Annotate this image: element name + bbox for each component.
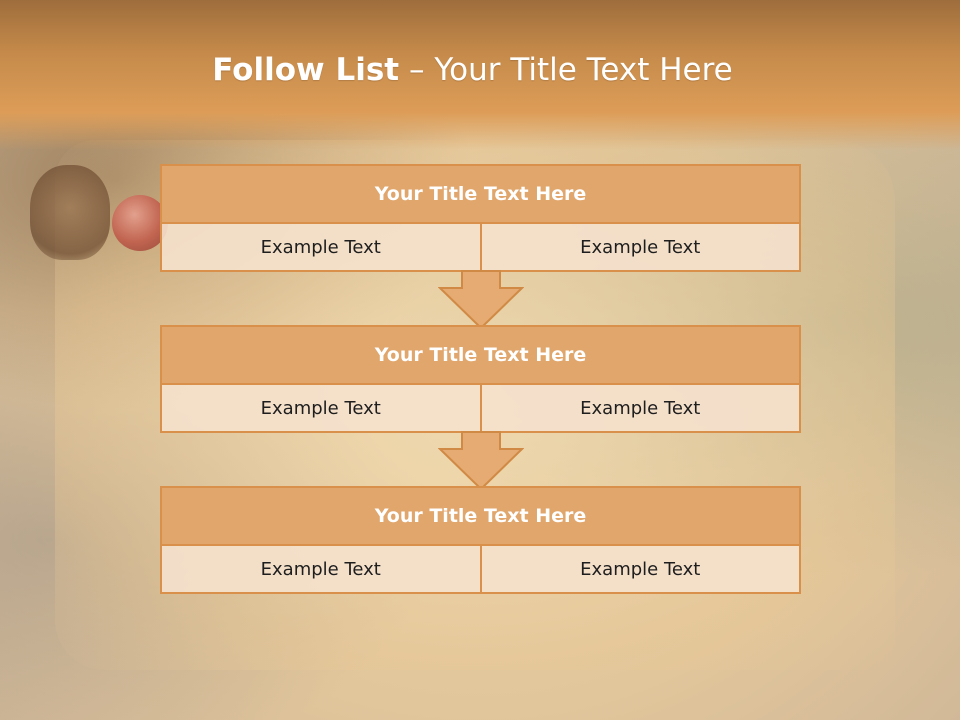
- step-title: Your Title Text Here: [162, 488, 799, 546]
- down-arrow-icon: [438, 270, 524, 330]
- step-box-2: Your Title Text Here Example Text Exampl…: [160, 325, 801, 433]
- step-row: Example Text Example Text: [162, 546, 799, 592]
- page-title: Follow List – Your Title Text Here: [0, 52, 945, 88]
- step-cell-left: Example Text: [260, 397, 381, 419]
- step-cell-right: Example Text: [479, 224, 800, 270]
- step-row: Example Text Example Text: [162, 385, 799, 431]
- apple-decoration: [112, 195, 168, 251]
- step-cell-right: Example Text: [479, 546, 800, 592]
- title-bar: [0, 0, 960, 150]
- step-cell-left: Example Text: [260, 558, 381, 580]
- step-cell-right: Example Text: [479, 385, 800, 431]
- step-title: Your Title Text Here: [162, 327, 799, 385]
- step-title: Your Title Text Here: [162, 166, 799, 224]
- down-arrow-icon: [438, 431, 524, 491]
- page-title-bold: Follow List: [212, 52, 400, 88]
- page-title-rest: – Your Title Text Here: [399, 52, 733, 88]
- step-box-3: Your Title Text Here Example Text Exampl…: [160, 486, 801, 594]
- step-box-1: Your Title Text Here Example Text Exampl…: [160, 164, 801, 272]
- step-cell-left: Example Text: [260, 236, 381, 258]
- step-row: Example Text Example Text: [162, 224, 799, 270]
- pinecone-decoration: [30, 165, 110, 260]
